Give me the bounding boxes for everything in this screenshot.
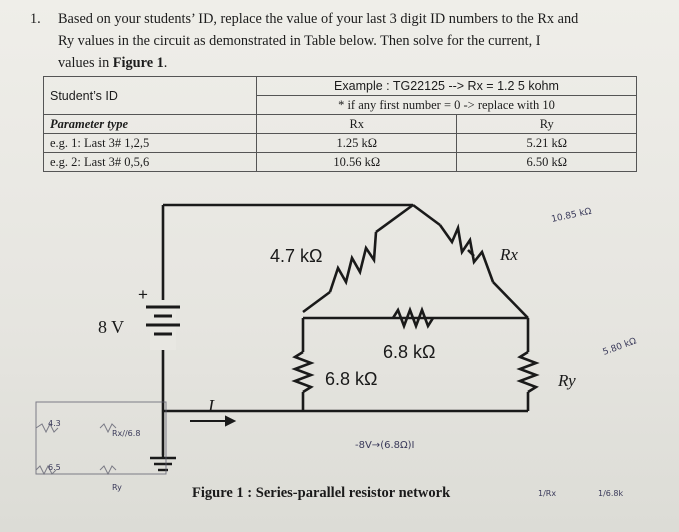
ry-value: 6.50 kΩ (456, 152, 637, 172)
sketch-label: 6.5 (48, 463, 61, 472)
ground-symbol (150, 455, 176, 472)
resistor-6-8k-middle (391, 306, 435, 330)
label-rx: Rx (499, 245, 518, 264)
question-line-3-suffix: . (163, 55, 168, 71)
handwritten-sketch (35, 401, 167, 476)
wires (161, 203, 530, 455)
id-table: Student’s ID Example : TG22125 --> Rx = … (43, 76, 637, 172)
rx-value: 10.56 kΩ (255, 152, 458, 172)
current-arrow-icon (190, 415, 237, 427)
header-student-id: Student’s ID (43, 76, 257, 115)
label-6-8k-vertical: 6.8 kΩ (325, 369, 377, 389)
resistor-ry (516, 350, 540, 394)
label-ry: Ry (557, 371, 576, 390)
resistor-4-7k (328, 231, 378, 293)
handwritten-ry-value: 5.80 kΩ (602, 336, 638, 357)
parameter-type-label: Parameter type (43, 114, 257, 134)
example-line-2: * if any first number = 0 -> replace wit… (256, 95, 637, 115)
table-row: e.g. 2: Last 3# 0,5,6 10.56 kΩ 6.50 kΩ (43, 152, 637, 172)
battery-plus: + (138, 285, 148, 304)
handwritten-fraction-2: 1/6.8k (598, 489, 624, 498)
figure-caption: Figure 1 : Series-parallel resistor netw… (192, 485, 451, 501)
resistor-6-8k-vertical (291, 350, 315, 394)
sketch-label: Ry (112, 483, 122, 492)
row-label: e.g. 2: Last 3# 0,5,6 (43, 152, 257, 172)
handwritten-fraction-1: 1/Rx (538, 489, 556, 498)
sketch-label: Rx//6.8 (112, 429, 140, 438)
handwritten-rx-value: 10.85 kΩ (551, 207, 593, 225)
question-text: Based on your students’ ID, replace the … (58, 8, 658, 74)
row-label: e.g. 1: Last 3# 1,2,5 (43, 133, 257, 153)
question-line-1: Based on your students’ ID, replace the … (58, 11, 579, 27)
label-4-7k: 4.7 kΩ (270, 246, 322, 266)
source-voltage-label: 8 V (98, 317, 124, 337)
resistor-rx (438, 223, 495, 283)
handwritten-equation: -8V→(6.8Ω)I (355, 440, 415, 451)
label-6-8k-middle: 6.8 kΩ (383, 342, 435, 362)
question-number: 1. (30, 11, 41, 27)
example-line-1: Example : TG22125 --> Rx = 1.2 5 kohm (256, 76, 637, 96)
sketch-label: 4.3 (48, 419, 61, 428)
question-line-3-prefix: values in (58, 55, 113, 71)
question-line-3: values in Figure 1. (58, 52, 658, 74)
current-label: I (207, 396, 215, 416)
question-line-2: Ry values in the circuit as demonstrated… (58, 33, 541, 49)
figure-reference: Figure 1 (112, 55, 164, 71)
battery-symbol (146, 300, 180, 350)
